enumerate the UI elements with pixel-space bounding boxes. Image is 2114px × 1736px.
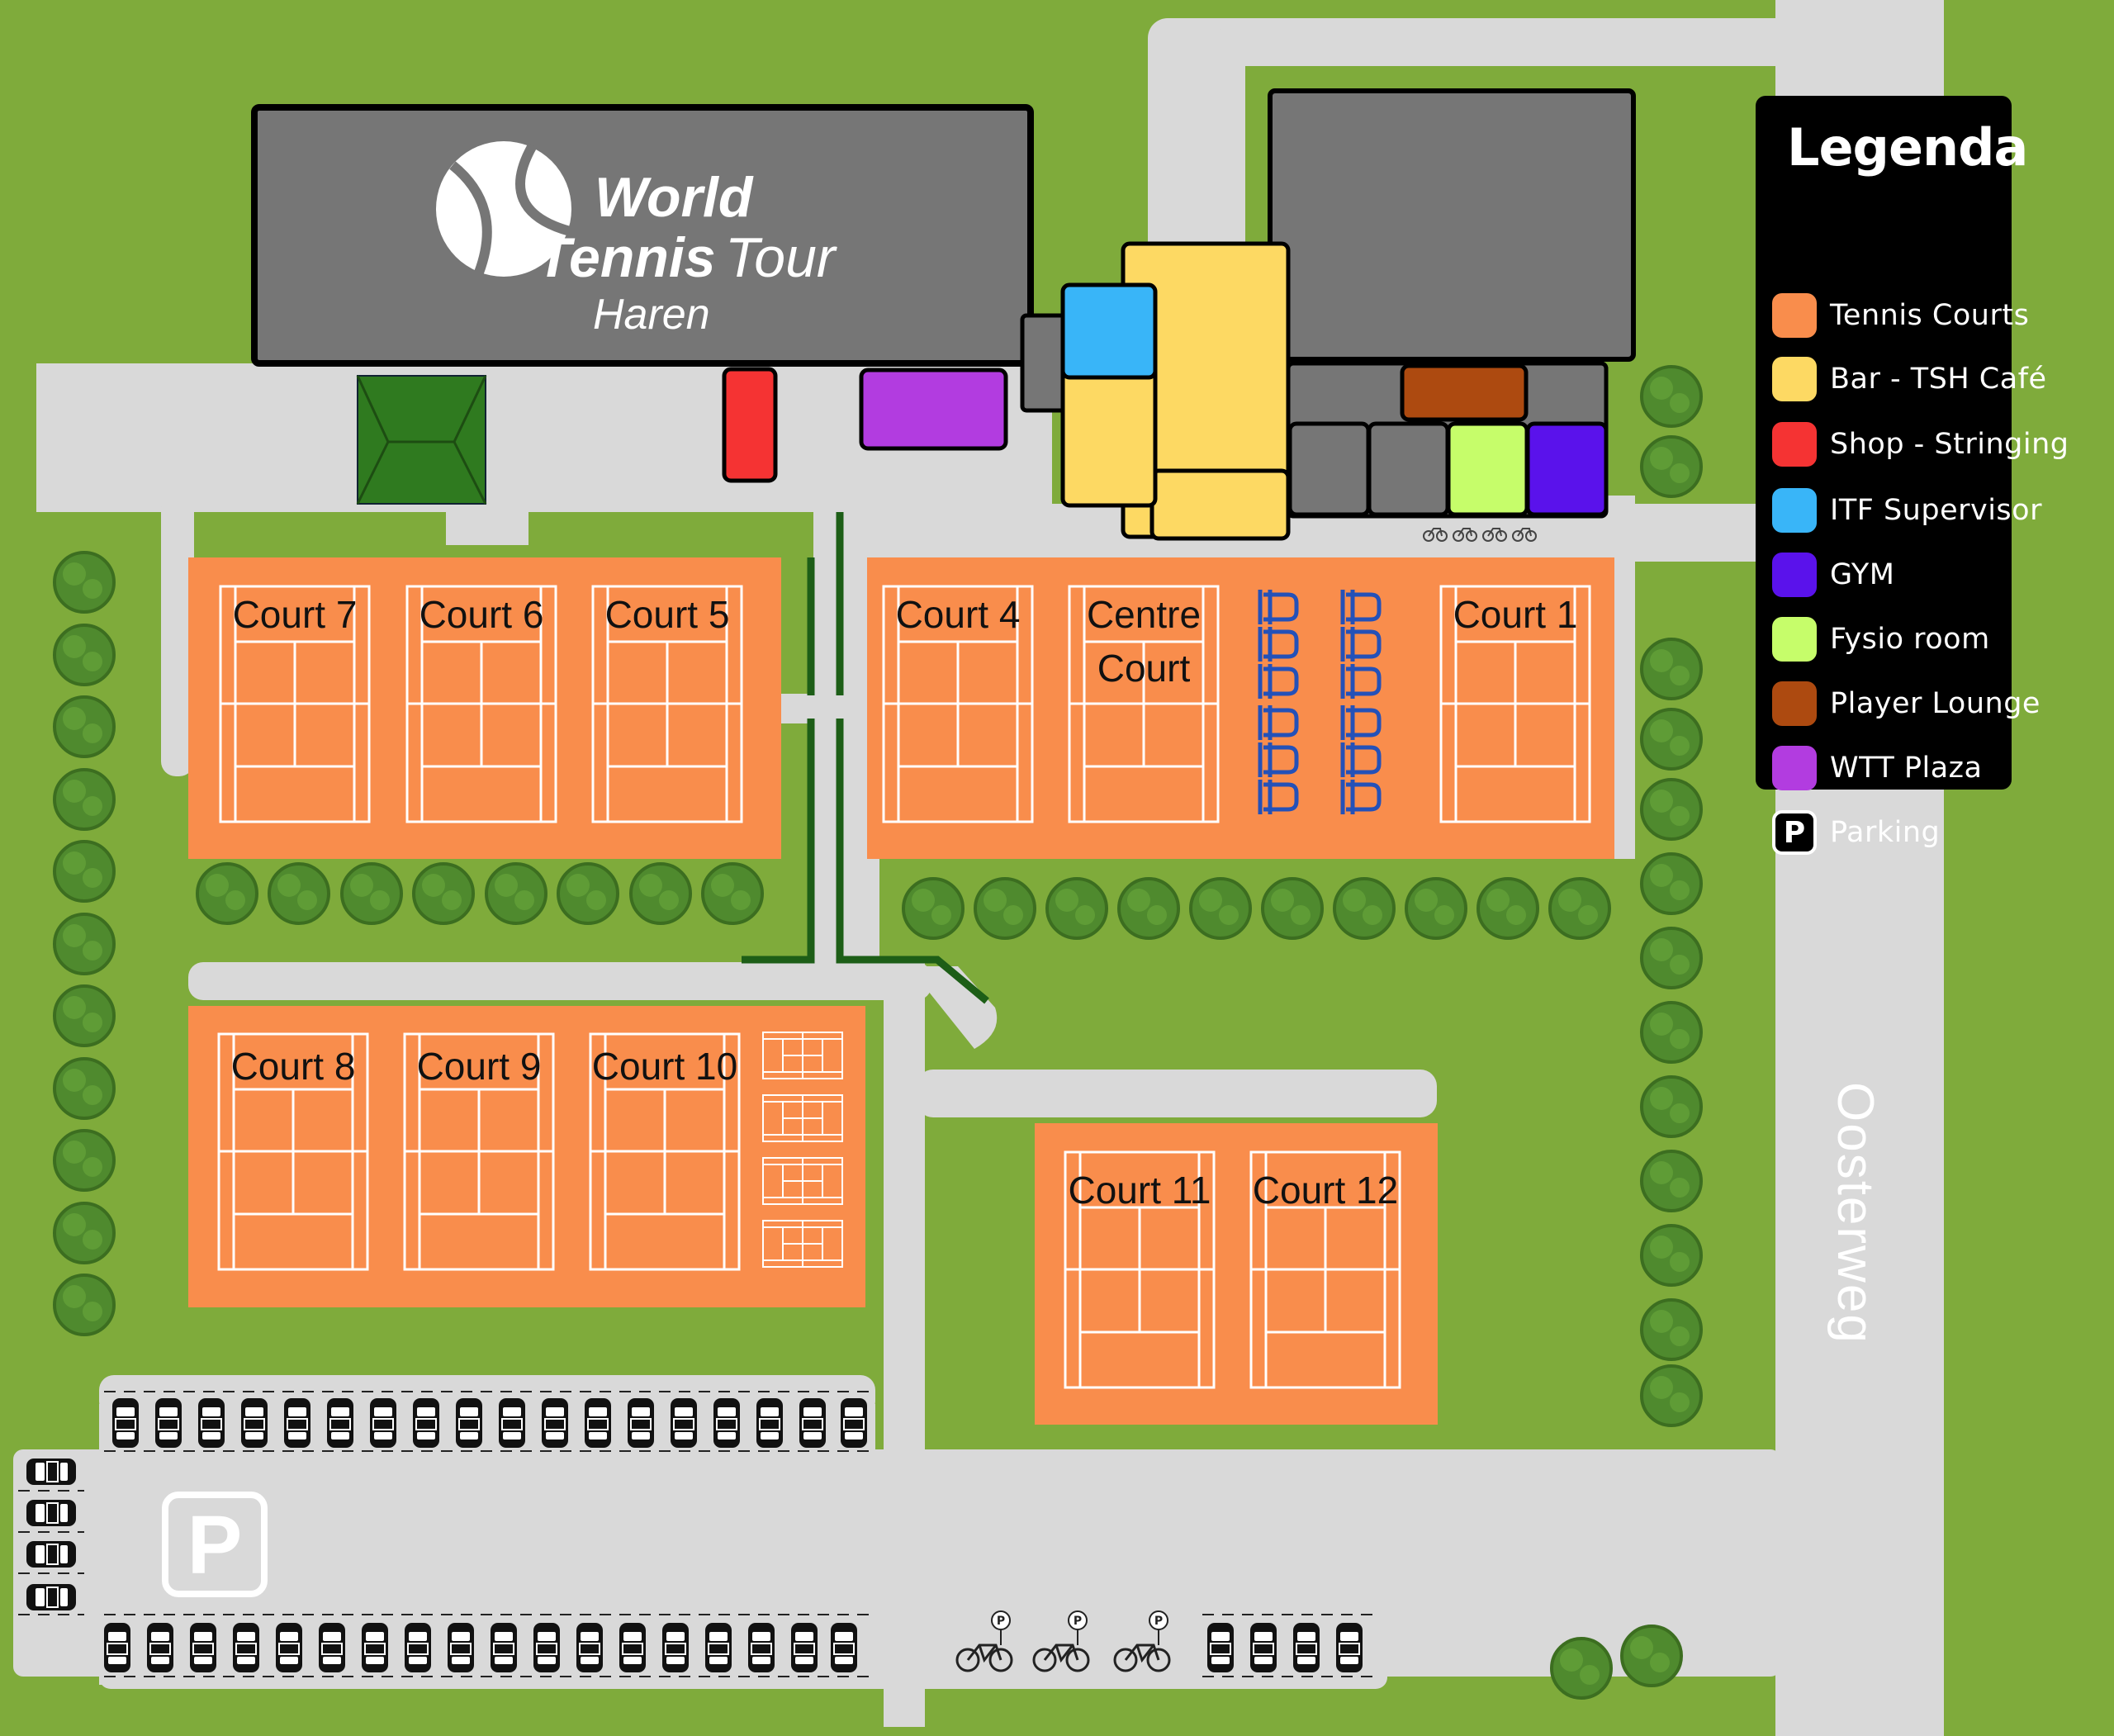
parking-icon: P bbox=[1772, 810, 1817, 855]
street-name-oosterweg: Oosterweg bbox=[1827, 1082, 1884, 1345]
gym[interactable] bbox=[1525, 421, 1609, 517]
legend-swatch bbox=[1772, 357, 1817, 401]
logo-haren-text: Haren bbox=[593, 291, 710, 339]
court-12-label: Court 12 bbox=[1253, 1169, 1398, 1212]
fysio-room[interactable] bbox=[1446, 421, 1529, 517]
parking-sign-letter: P bbox=[187, 1499, 243, 1591]
logo-tennis-text: Tennis bbox=[537, 226, 716, 289]
court-labels: Court 7 Court 6 Court 5 Court 4 Centre C… bbox=[231, 593, 1578, 1212]
courts-block-4-1 bbox=[867, 557, 1614, 859]
legend-label: Tennis Courts bbox=[1830, 299, 2030, 332]
legend-label: GYM bbox=[1830, 558, 1895, 591]
courts-block-11-12 bbox=[1035, 1123, 1438, 1425]
legend-swatch bbox=[1772, 293, 1817, 338]
legend-swatch bbox=[1772, 553, 1817, 597]
parking-markings bbox=[18, 1391, 1379, 1677]
world-tennis-tour-logo bbox=[436, 141, 571, 277]
courts-block-8-10 bbox=[188, 1006, 865, 1307]
service-room-2 bbox=[1367, 421, 1450, 517]
legend-item-gym: GYM bbox=[1772, 550, 1894, 600]
legend-label: Parking bbox=[1830, 816, 1941, 849]
court-6-label: Court 6 bbox=[419, 593, 544, 636]
court-8-label: Court 8 bbox=[231, 1045, 356, 1088]
bar-tsh-cafe-terrace[interactable] bbox=[1149, 468, 1291, 541]
clubhouse-building bbox=[1268, 88, 1636, 362]
legend-item-parking: P Parking bbox=[1772, 808, 1940, 857]
court-1-label: Court 1 bbox=[1453, 593, 1578, 636]
legend-item-wtt-plaza: WTT Plaza bbox=[1772, 743, 1982, 793]
map-legend: Legenda Tennis Courts Bar - TSH Café Sho… bbox=[1756, 96, 2069, 855]
courts-block-7-5 bbox=[188, 557, 781, 859]
legend-item-itf-supervisor: ITF Supervisor bbox=[1772, 486, 2042, 535]
legend-label: Player Lounge bbox=[1830, 687, 2041, 720]
pavilion-roof bbox=[356, 375, 487, 505]
legend-title: Legenda bbox=[1787, 117, 2028, 178]
court-9-label: Court 9 bbox=[417, 1045, 542, 1088]
legend-label: Bar - TSH Café bbox=[1830, 363, 2047, 396]
green-pavilion bbox=[357, 375, 486, 505]
bar-tsh-cafe-annex[interactable] bbox=[1060, 361, 1158, 508]
walkway-edges bbox=[742, 512, 989, 1004]
parking-sign bbox=[162, 1492, 268, 1597]
legend-swatch bbox=[1772, 746, 1817, 790]
legend-item-player-lounge: Player Lounge bbox=[1772, 679, 2041, 728]
centre-court-label-line1: Centre bbox=[1087, 593, 1201, 636]
legend-swatch bbox=[1772, 488, 1817, 533]
legend-label: WTT Plaza bbox=[1830, 752, 1983, 785]
court-11-label: Court 11 bbox=[1068, 1169, 1211, 1212]
logo-tour-text: Tour bbox=[725, 226, 837, 289]
service-room-1 bbox=[1287, 421, 1371, 517]
shop-stringing[interactable] bbox=[722, 367, 778, 483]
legend-label: Shop - Stringing bbox=[1830, 428, 2069, 461]
centre-court-label-line2: Court bbox=[1097, 647, 1191, 690]
logo-world-text: World bbox=[595, 166, 754, 229]
legend-label: Fysio room bbox=[1830, 623, 1990, 656]
paths bbox=[13, 0, 1944, 1736]
legend-swatch bbox=[1772, 681, 1817, 726]
legend-swatch bbox=[1772, 617, 1817, 662]
itf-supervisor[interactable] bbox=[1060, 282, 1158, 380]
court-7-label: Court 7 bbox=[233, 593, 358, 636]
legend-item-shop: Shop - Stringing bbox=[1772, 420, 2069, 469]
court-10-label: Court 10 bbox=[592, 1045, 737, 1088]
legend-item-tennis-courts: Tennis Courts bbox=[1772, 291, 2029, 340]
court-4-label: Court 4 bbox=[896, 593, 1021, 636]
legend-item-fysio-room: Fysio room bbox=[1772, 614, 1990, 664]
court-5-label: Court 5 bbox=[605, 593, 730, 636]
legend-swatch bbox=[1772, 422, 1817, 467]
legend-item-bar: Bar - TSH Café bbox=[1772, 354, 2047, 404]
wtt-plaza[interactable] bbox=[859, 368, 1008, 451]
player-lounge[interactable] bbox=[1400, 363, 1529, 422]
legend-label: ITF Supervisor bbox=[1830, 494, 2042, 527]
